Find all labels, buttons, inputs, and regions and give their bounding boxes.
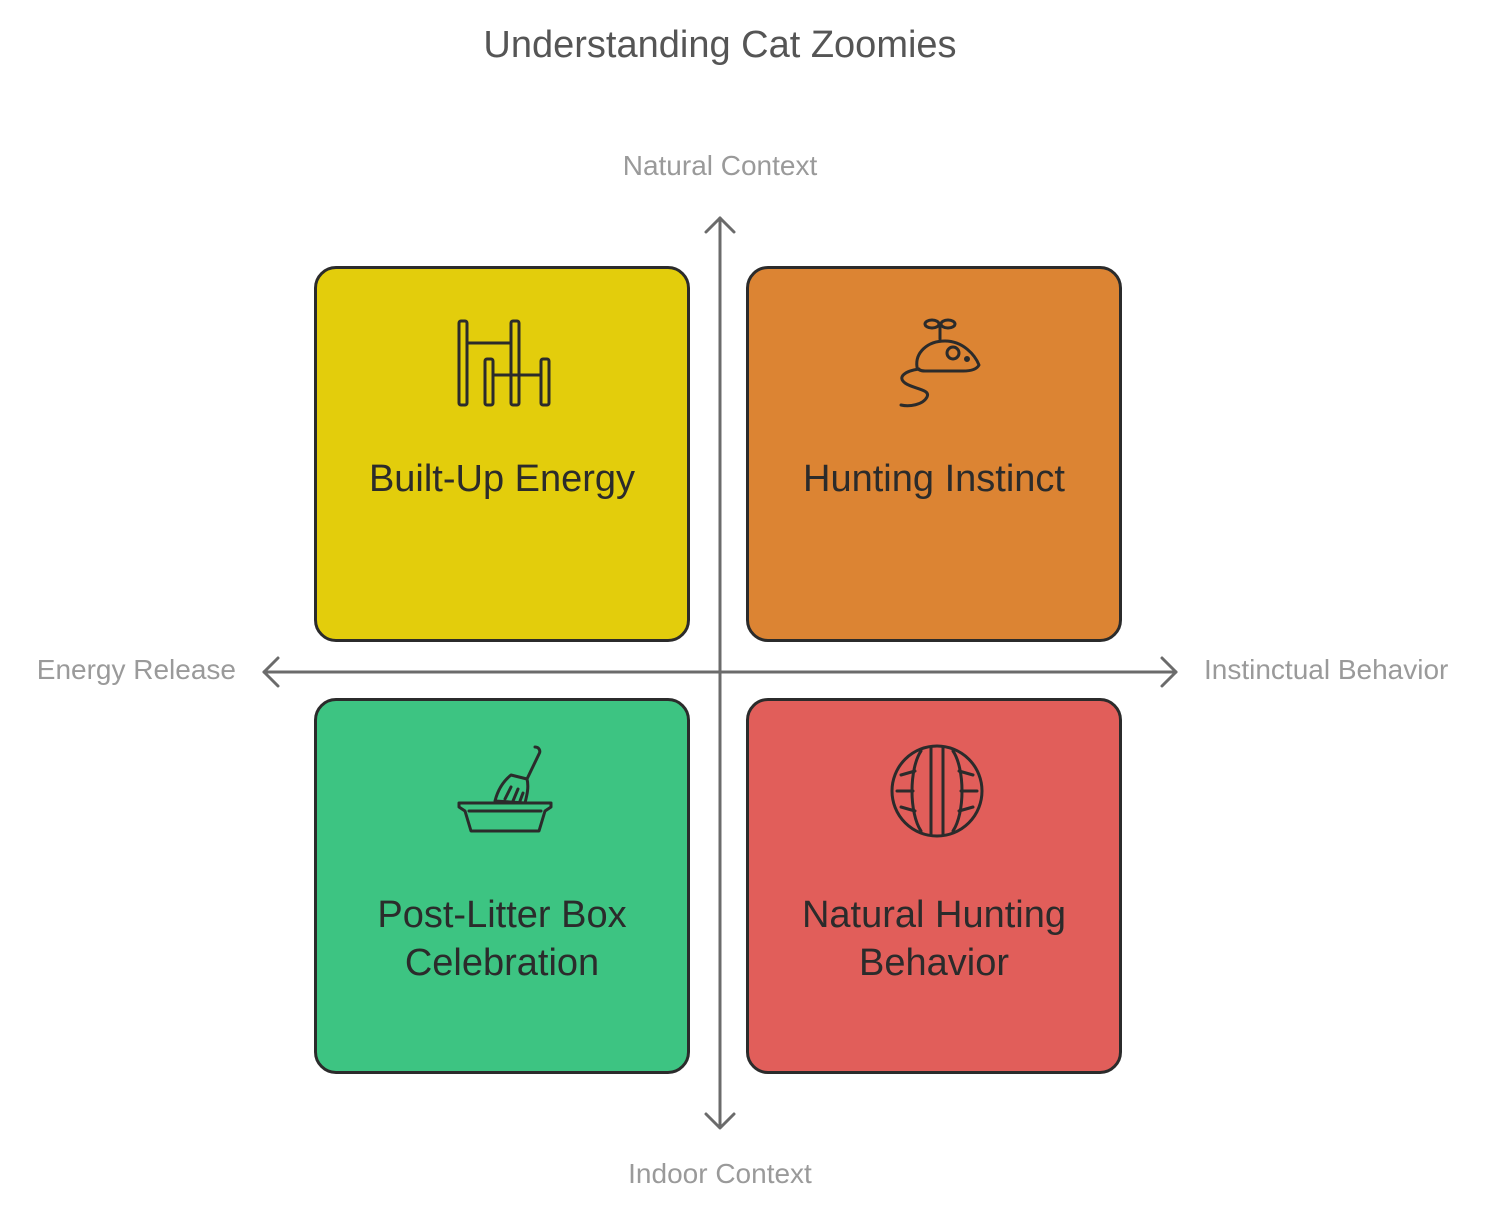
quadrant-label: Natural Hunting Behavior [801, 894, 1067, 984]
agility-hurdles-icon [457, 319, 551, 407]
quadrant-label: Hunting Instinct [803, 458, 1065, 500]
axis-label-right: Instinctual Behavior [1204, 654, 1449, 685]
yarn-ball-icon [890, 744, 984, 838]
axis-label-left: Energy Release [36, 654, 236, 685]
quadrant-post-litter-box-celebration: Post-Litter Box Celebration [314, 698, 690, 1074]
arrow-down-icon [704, 1112, 736, 1130]
arrow-left-icon [262, 656, 280, 688]
arrow-right-icon [1160, 656, 1178, 688]
quadrant-hunting-instinct: Hunting Instinct [746, 266, 1122, 642]
arrow-up-icon [704, 216, 736, 234]
quadrant-natural-hunting-behavior: Natural Hunting Behavior [746, 698, 1122, 1074]
quadrant-built-up-energy: Built-Up Energy [314, 266, 690, 642]
axis-label-bottom: Indoor Context [628, 1158, 812, 1189]
toy-mouse-icon [899, 318, 981, 408]
quadrant-label: Built-Up Energy [368, 458, 636, 500]
diagram-title: Understanding Cat Zoomies [483, 24, 957, 66]
axis-label-top: Natural Context [622, 150, 818, 181]
quadrant-label: Post-Litter Box Celebration [377, 894, 627, 984]
litter-box-scoop-icon [457, 745, 553, 833]
